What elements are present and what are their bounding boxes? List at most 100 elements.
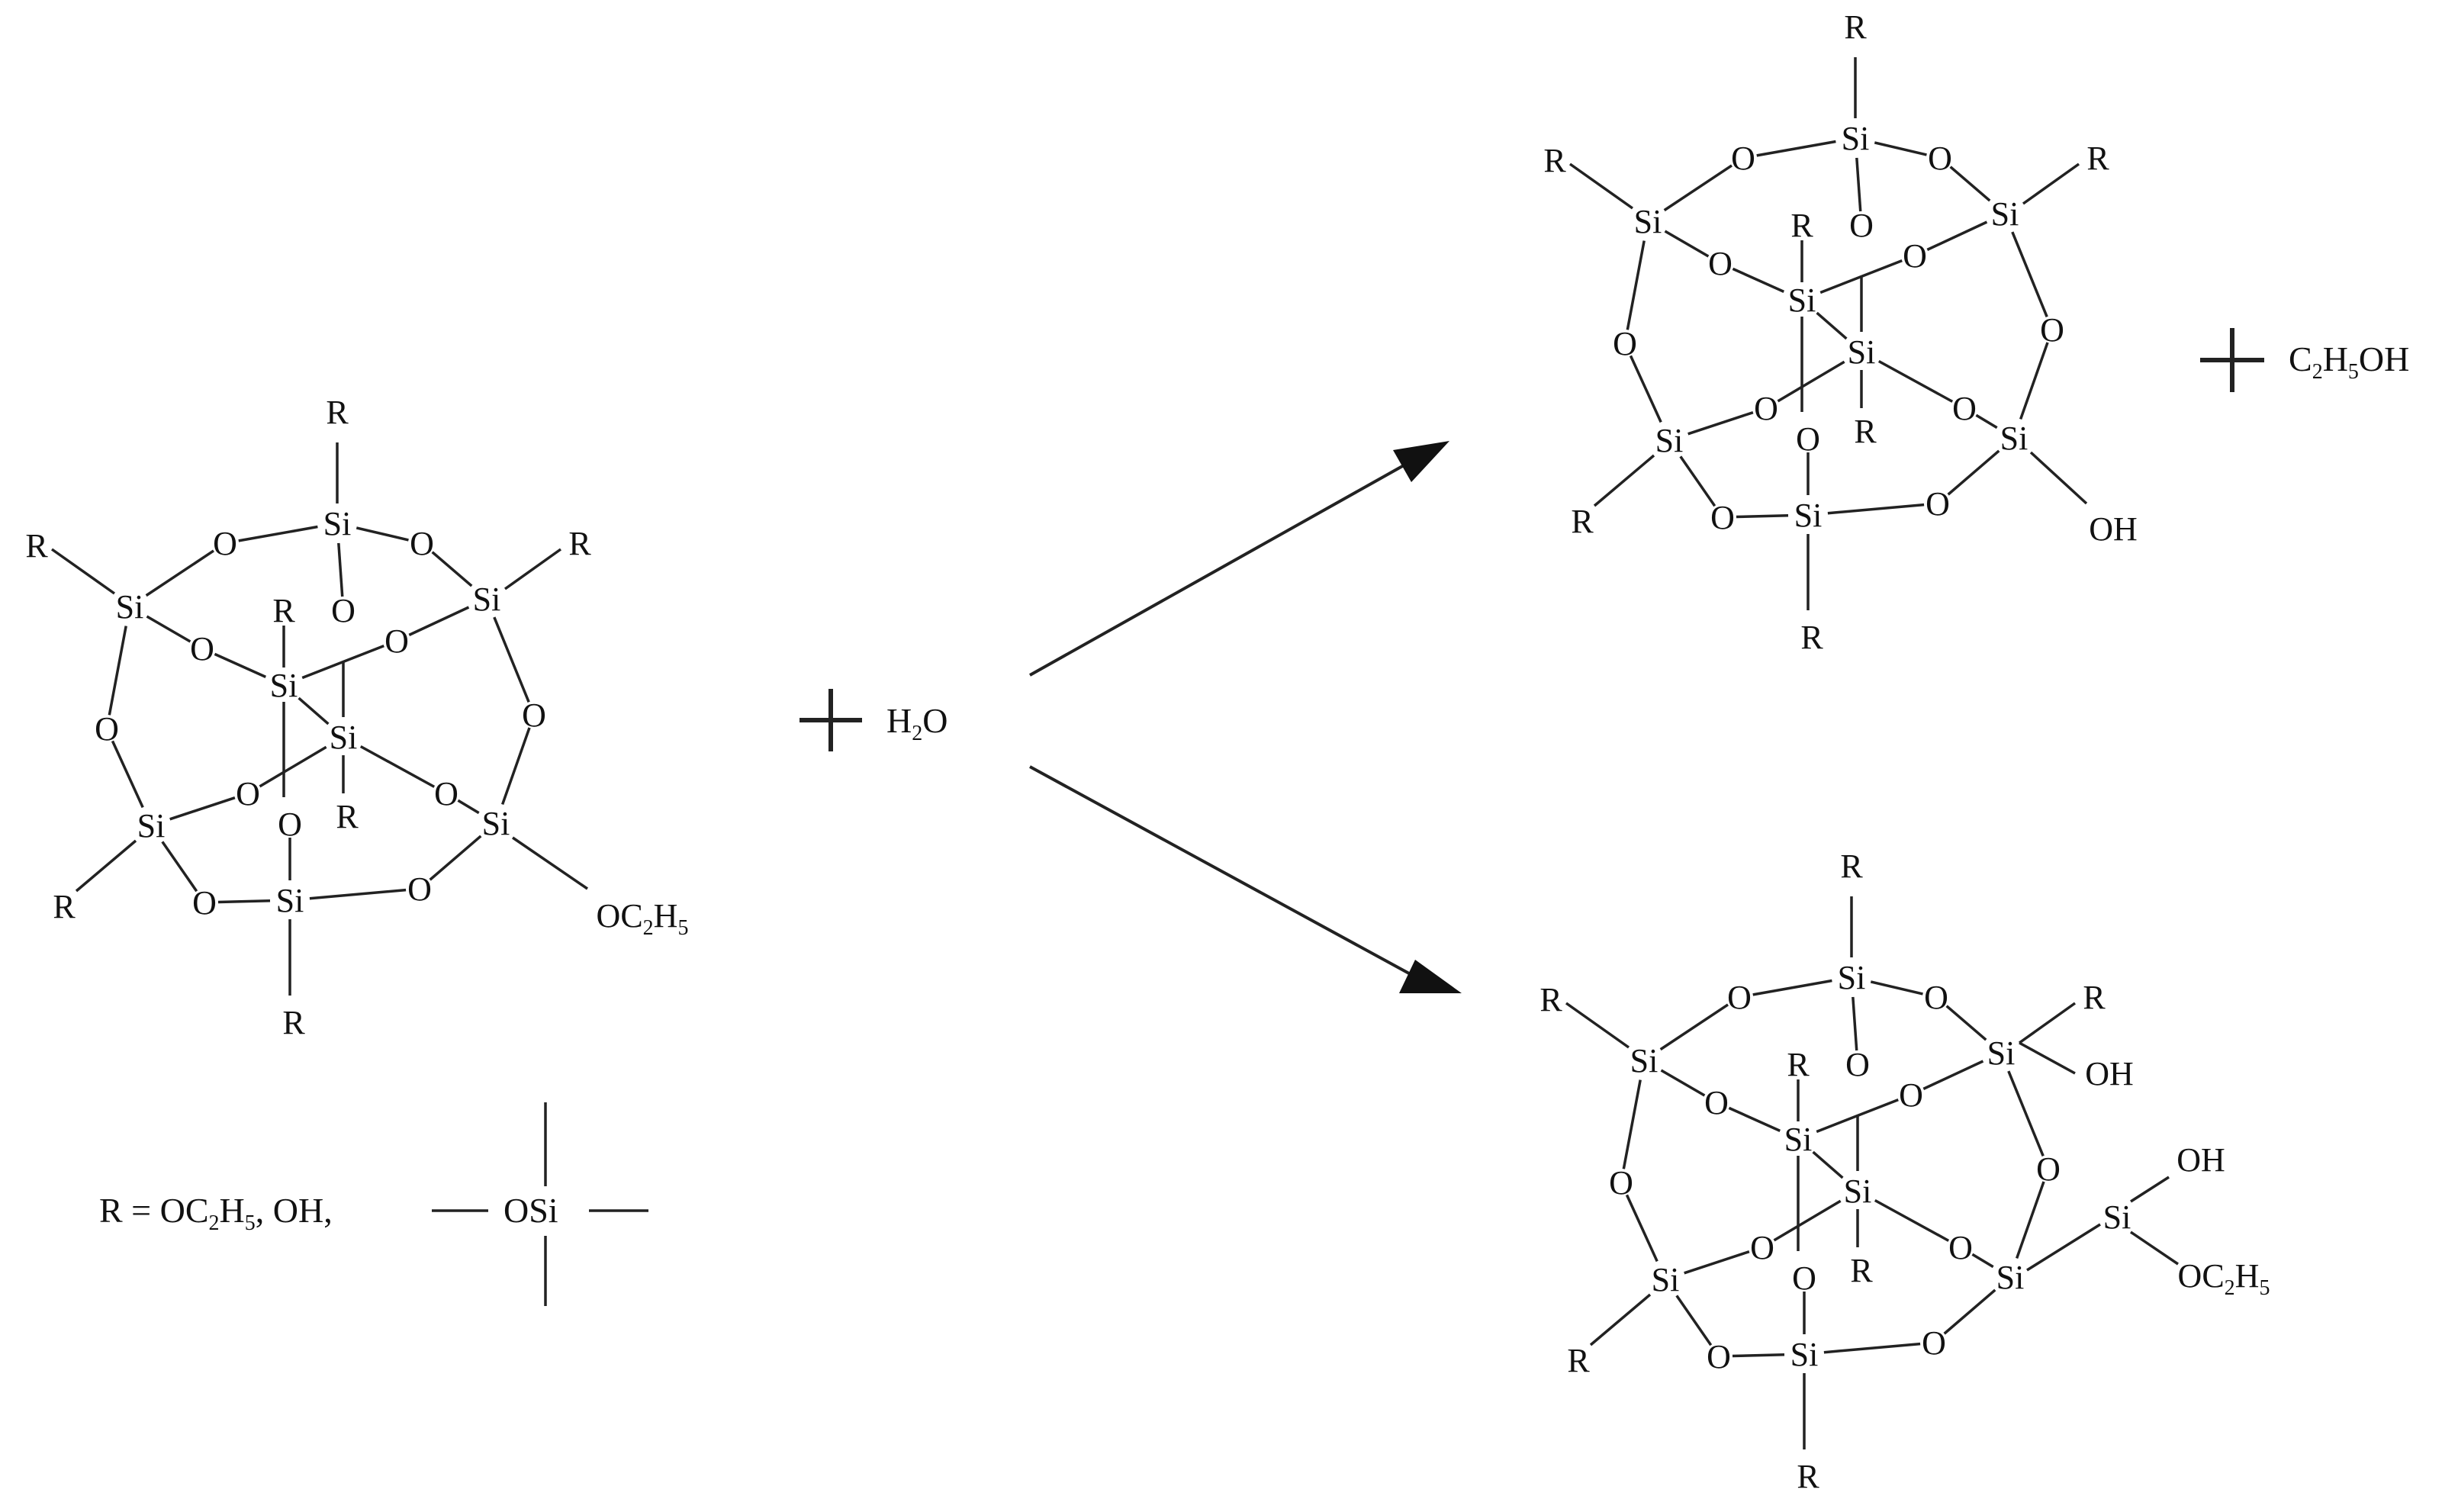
reaction-arrow-top	[1029, 441, 1449, 677]
bond	[298, 696, 330, 725]
bond	[1752, 979, 1832, 996]
r-label: R	[1844, 8, 1867, 46]
silicon-atom: Si	[323, 505, 352, 542]
bond	[1675, 1295, 1713, 1346]
substituent-bond	[1568, 162, 1634, 210]
ethoxy-label: OC2H5	[2178, 1257, 2270, 1300]
bond	[1870, 980, 1923, 996]
hydroxyl-label: OH	[2089, 510, 2138, 548]
oxygen-atom: O	[1952, 390, 1977, 427]
oxygen-atom: O	[331, 592, 356, 629]
oxygen-atom: O	[190, 630, 214, 668]
r-definition-text: R = OC2H5, OH,	[99, 1191, 333, 1235]
bond	[1687, 410, 1754, 436]
silicon-atom: Si	[482, 805, 510, 842]
oxygen-atom: O	[213, 525, 237, 562]
oxygen-atom: O	[2040, 311, 2064, 349]
bond	[1629, 355, 1662, 423]
oxygen-atom: O	[278, 806, 302, 843]
bond	[493, 616, 530, 703]
bond	[301, 644, 384, 680]
substituent-bond	[2130, 1176, 2170, 1203]
silicon-atom: Si	[1987, 1034, 2016, 1072]
silicon-atom: Si	[1652, 1261, 1680, 1298]
bond	[1823, 1342, 1921, 1354]
substituent-bond	[75, 839, 137, 893]
r-label: R	[336, 798, 359, 835]
bond	[238, 525, 318, 542]
r-label: R	[272, 592, 295, 629]
oxygen-atom: O	[1704, 1084, 1729, 1121]
oxygen-atom: O	[2036, 1150, 2061, 1188]
bond	[1819, 259, 1903, 294]
bond	[1949, 166, 1991, 202]
plus-ethanol: C2H5OH	[2200, 328, 2409, 392]
bond	[1773, 1199, 1842, 1242]
oxygen-atom: O	[1754, 390, 1778, 427]
oxygen-atom: O	[1928, 140, 1952, 177]
substituent-bond	[2029, 451, 2088, 505]
bond	[1943, 1288, 1996, 1335]
r-label: R	[53, 888, 76, 925]
silicon-atom: Si	[1838, 959, 1866, 996]
bond	[1736, 513, 1789, 519]
oxygen-atom: O	[1924, 979, 1948, 1016]
oxygen-atom: O	[1849, 207, 1874, 244]
oxygen-atom: O	[1948, 1229, 1973, 1266]
bond	[457, 799, 480, 815]
bond	[1852, 996, 1858, 1051]
r-label: R	[25, 527, 48, 565]
silicon-atom: Si	[1790, 1336, 1819, 1373]
substituent-bond	[504, 548, 562, 590]
substituent-bond	[512, 836, 588, 890]
silicon-atom: Si	[473, 581, 501, 618]
oxygen-atom: O	[1926, 485, 1950, 523]
bond	[1664, 230, 1710, 258]
bond	[500, 727, 531, 806]
arrowhead-bottom	[1399, 960, 1462, 993]
oxygen-atom: O	[1792, 1259, 1816, 1297]
bond	[431, 551, 473, 587]
bond	[1874, 141, 1927, 156]
substituent-bond	[2019, 1041, 2076, 1075]
water-formula: H2O	[886, 701, 947, 745]
bond	[429, 835, 482, 881]
oxygen-atom: O	[1903, 237, 1927, 275]
oxygen-atom: O	[1899, 1076, 1923, 1114]
arrowhead-top	[1393, 441, 1449, 482]
r-label: R	[282, 1004, 305, 1041]
bond	[1622, 1079, 1642, 1169]
oxygen-atom: O	[1727, 979, 1752, 1016]
bond	[217, 899, 271, 904]
oxygen-atom: O	[95, 710, 119, 748]
bond	[111, 740, 144, 809]
oxygen-atom: O	[236, 775, 260, 812]
bond	[359, 745, 436, 788]
substituent-bond	[2022, 162, 2080, 205]
bond	[1926, 220, 1988, 251]
bond	[1945, 1005, 1987, 1041]
r-label: R	[2083, 979, 2106, 1016]
oxygen-atom: O	[1710, 499, 1735, 536]
silicon-atom: Si	[1844, 1173, 1872, 1210]
silicon-atom: Si	[2103, 1198, 2131, 1236]
bond	[161, 841, 198, 893]
bond	[1777, 360, 1845, 403]
bond	[2007, 1070, 2045, 1157]
substituent-bond	[50, 548, 116, 595]
oxygen-atom: O	[522, 696, 546, 734]
substituent-bond	[2018, 1002, 2077, 1044]
oxygen-atom: O	[1707, 1338, 1731, 1375]
silicon-atom: Si	[330, 719, 358, 756]
silicon-atom: Si	[2000, 420, 2028, 457]
hydroxyl-label: OH	[2085, 1055, 2134, 1092]
silicon-atom: Si	[1788, 281, 1816, 319]
silicon-atom: Si	[270, 667, 298, 704]
r-label: R	[1787, 1046, 1810, 1083]
bond	[1975, 413, 1998, 429]
r-definition: R = OC2H5, OH, OSi	[99, 1102, 648, 1306]
oxygen-atom: O	[384, 622, 409, 660]
silicon-atom: Si	[1848, 333, 1876, 371]
bond	[145, 549, 214, 597]
